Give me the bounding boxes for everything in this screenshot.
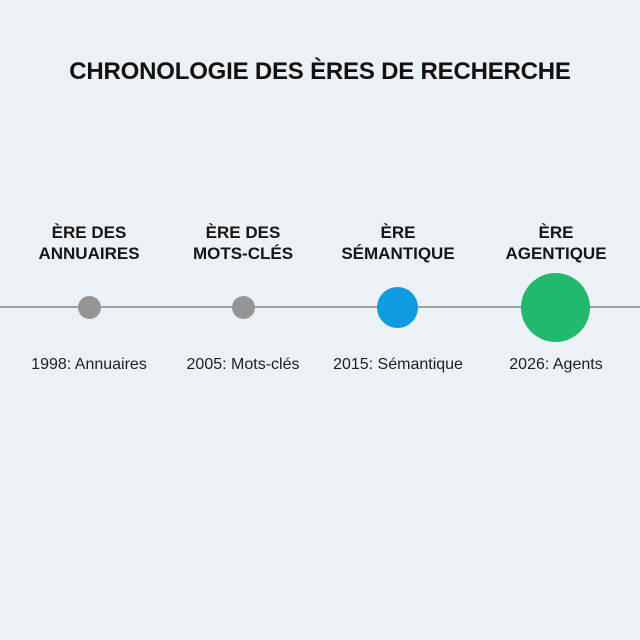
date-label-2015: 2015: Sémantique: [333, 356, 463, 373]
era-heading-semantique: ÈRE SÉMANTIQUE: [318, 222, 478, 264]
era-heading-line1: ÈRE DES: [51, 223, 127, 242]
era-heading-agentique: ÈRE AGENTIQUE: [476, 222, 636, 264]
era-heading-line2: SÉMANTIQUE: [341, 244, 455, 263]
era-heading-line2: AGENTIQUE: [505, 244, 607, 263]
marker-2015-dot: [377, 287, 418, 328]
timeline-axis: [0, 306, 640, 308]
diagram-title: CHRONOLOGIE DES ÈRES DE RECHERCHE: [69, 58, 571, 85]
era-heading-mots-cles: ÈRE DES MOTS-CLÉS: [163, 222, 323, 264]
marker-2026-dot: [521, 273, 590, 342]
era-heading-annuaires: ÈRE DES ANNUAIRES: [9, 222, 169, 264]
era-heading-line2: ANNUAIRES: [38, 244, 140, 263]
date-label-2005: 2005: Mots-clés: [186, 356, 300, 373]
marker-2005-dot: [232, 296, 255, 319]
era-heading-line1: ÈRE: [380, 223, 416, 242]
era-heading-line1: ÈRE DES: [205, 223, 281, 242]
marker-1998-dot: [78, 296, 101, 319]
date-label-1998: 1998: Annuaires: [31, 356, 147, 373]
date-label-2026: 2026: Agents: [509, 356, 603, 373]
era-heading-line1: ÈRE: [538, 223, 574, 242]
era-heading-line2: MOTS-CLÉS: [192, 244, 294, 263]
